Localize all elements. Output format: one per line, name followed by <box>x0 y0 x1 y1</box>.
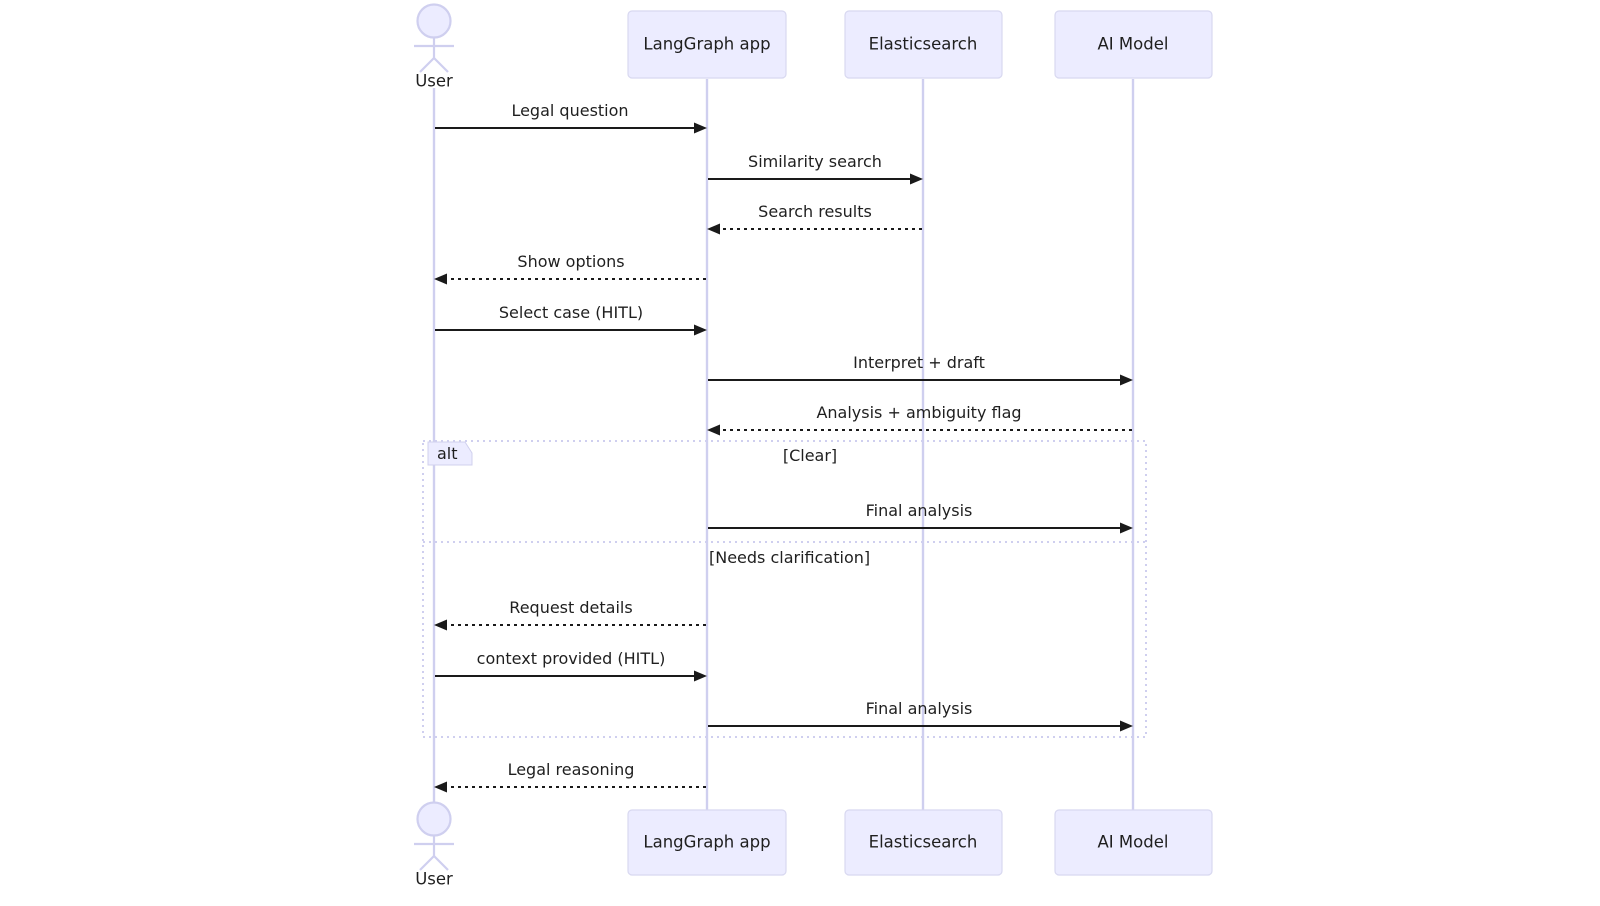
message-label-legal-reasoning: Legal reasoning <box>508 760 635 779</box>
message-arrowhead-similarity-search <box>910 173 923 185</box>
participant-elasticsearch-top[interactable]: Elasticsearch <box>844 10 1003 79</box>
message-show-options: Show options <box>434 252 706 285</box>
participant-aimodel-bottom[interactable]: AI Model <box>1054 809 1213 876</box>
message-similarity-search: Similarity search <box>708 152 923 185</box>
message-arrowhead-interpret-draft <box>1120 374 1133 386</box>
message-label-search-results: Search results <box>758 202 872 221</box>
message-label-show-options: Show options <box>517 252 624 271</box>
message-select-case: Select case (HITL) <box>435 303 707 336</box>
alt-condition-needs-clarification: [Needs clarification] <box>709 548 870 567</box>
alt-fragment-border <box>422 440 1147 738</box>
message-label-context-provided: context provided (HITL) <box>477 649 666 668</box>
participant-label-langgraph-bottom: LangGraph app <box>643 833 770 852</box>
actor-leg-left-bottom <box>419 855 435 871</box>
participant-label-elasticsearch-top: Elasticsearch <box>869 35 978 54</box>
participant-box-elasticsearch-bottom[interactable] <box>844 809 1003 876</box>
alt-fragment-tab <box>427 441 473 466</box>
alt-fragment-operator-label: alt <box>437 444 458 463</box>
message-label-select-case: Select case (HITL) <box>499 303 643 322</box>
message-legal-question: Legal question <box>435 101 707 134</box>
actor-label-user-top: User <box>415 72 453 91</box>
participant-label-elasticsearch-bottom: Elasticsearch <box>869 833 978 852</box>
message-arrowhead-final-analysis-clear <box>1120 522 1133 534</box>
alt-condition-clear: [Clear] <box>783 446 837 465</box>
actor-label-user-bottom: User <box>415 870 453 889</box>
message-arrowhead-context-provided <box>694 670 707 682</box>
actor-user-bottom: User <box>414 801 454 889</box>
message-arrowhead-analysis-ambiguity-flag <box>707 424 720 436</box>
actor-user-top: User <box>414 3 454 91</box>
message-analysis-ambiguity-flag: Analysis + ambiguity flag <box>707 403 1132 436</box>
message-label-interpret-draft: Interpret + draft <box>853 353 985 372</box>
participant-box-langgraph-bottom[interactable] <box>627 809 787 876</box>
actor-leg-right <box>433 57 449 73</box>
participant-aimodel-top[interactable]: AI Model <box>1054 10 1213 79</box>
message-label-legal-question: Legal question <box>511 101 628 120</box>
participant-box-elasticsearch-top[interactable] <box>844 10 1003 79</box>
message-arrowhead-final-analysis-clarified <box>1120 720 1133 732</box>
message-arrowhead-legal-question <box>694 122 707 134</box>
actor-leg-right-bottom <box>433 855 449 871</box>
message-arrowhead-show-options <box>434 273 447 285</box>
actor-leg-left <box>419 57 435 73</box>
message-label-final-analysis-clarified: Final analysis <box>866 699 973 718</box>
participant-label-aimodel-top: AI Model <box>1098 35 1169 54</box>
message-label-final-analysis-clear: Final analysis <box>866 501 973 520</box>
message-search-results: Search results <box>707 202 922 235</box>
actor-head-icon <box>416 3 452 39</box>
message-request-details: Request details <box>434 598 706 631</box>
lifelines-layer <box>432 79 1135 810</box>
message-label-analysis-ambiguity-flag: Analysis + ambiguity flag <box>816 403 1021 422</box>
participant-langgraph-bottom[interactable]: LangGraph app <box>627 809 787 876</box>
message-interpret-draft: Interpret + draft <box>708 353 1133 386</box>
alt-fragment: alt [Clear] [Needs clarification] <box>422 440 1147 738</box>
message-arrowhead-legal-reasoning <box>434 781 447 793</box>
message-label-similarity-search: Similarity search <box>748 152 882 171</box>
participant-label-aimodel-bottom: AI Model <box>1098 833 1169 852</box>
participant-langgraph-top[interactable]: LangGraph app <box>627 10 787 79</box>
message-context-provided: context provided (HITL) <box>435 649 707 682</box>
participant-box-aimodel-top[interactable] <box>1054 10 1213 79</box>
actor-head-icon-bottom <box>416 801 452 837</box>
message-arrowhead-search-results <box>707 223 720 235</box>
message-final-analysis-clear: Final analysis <box>708 501 1133 534</box>
participant-box-aimodel-bottom[interactable] <box>1054 809 1213 876</box>
participant-label-langgraph-top: LangGraph app <box>643 35 770 54</box>
message-legal-reasoning: Legal reasoning <box>434 760 706 793</box>
message-label-request-details: Request details <box>509 598 632 617</box>
participant-elasticsearch-bottom[interactable]: Elasticsearch <box>844 809 1003 876</box>
message-arrowhead-select-case <box>694 324 707 336</box>
message-arrowhead-request-details <box>434 619 447 631</box>
participant-box-langgraph-top[interactable] <box>627 10 787 79</box>
message-final-analysis-clarified: Final analysis <box>708 699 1133 732</box>
